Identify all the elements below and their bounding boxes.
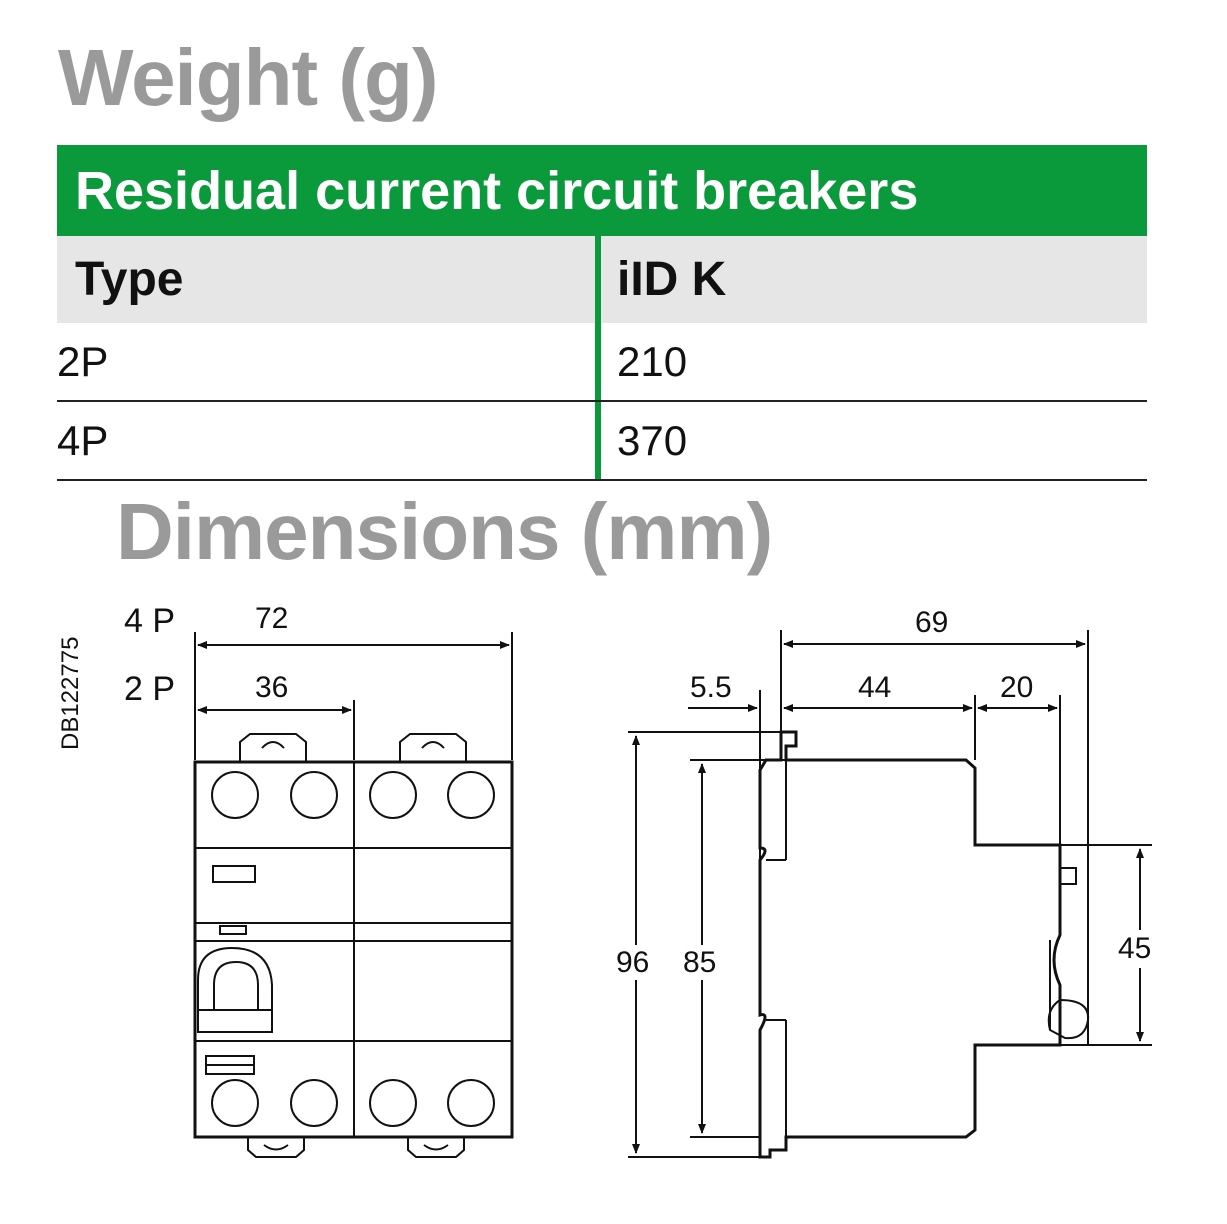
dim-offset: 5.5 [690, 671, 732, 704]
dimensions-title: Dimensions (mm) [116, 487, 773, 576]
table-cell-weight: 370 [595, 402, 1147, 479]
dim-height-total: 96 [616, 946, 649, 979]
dim-width-4p: 72 [255, 602, 288, 635]
label-4p: 4 P [124, 602, 175, 640]
weight-title: Weight (g) [58, 33, 439, 122]
dim-depth-mid: 44 [858, 671, 891, 704]
column-header-model: iID K [595, 236, 1147, 323]
table-row: 4P 370 [57, 402, 1147, 481]
weight-table: Residual current circuit breakers Type i… [57, 145, 1147, 481]
column-header-type: Type [75, 253, 184, 306]
table-heading: Residual current circuit breakers [57, 145, 1147, 236]
side-view: 69 5.5 44 20 96 85 45 [616, 606, 1152, 1159]
dim-depth-total: 69 [915, 606, 948, 639]
table-cell-type: 2P [57, 337, 109, 385]
dim-height-body: 85 [683, 946, 716, 979]
table-row: 2P 210 [57, 323, 1147, 402]
table-cell-type: 4P [57, 416, 109, 464]
table-header-row: Type iID K [57, 236, 1147, 323]
label-2p: 2 P [124, 670, 175, 708]
dim-width-2p: 36 [255, 671, 288, 704]
table-cell-weight: 210 [595, 323, 1147, 400]
dim-depth-front: 20 [1000, 671, 1033, 704]
dim-height-front: 45 [1118, 932, 1151, 965]
drawing-reference: DB122775 [57, 637, 84, 750]
front-view: 4 P 2 P 72 36 [124, 602, 514, 1158]
